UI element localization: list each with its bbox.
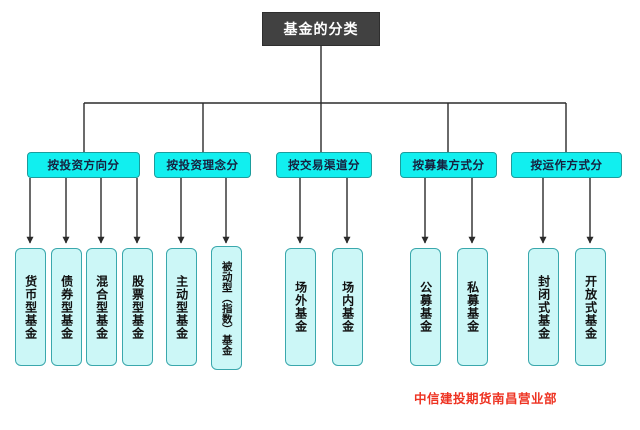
category-node-5: 按运作方式分 <box>511 152 622 178</box>
leaf-node-1-3-label: 混合型基金 <box>94 274 109 340</box>
leaf-node-2-2-label: 被动型（指数）基金 <box>220 260 233 356</box>
footer-watermark: 中信建投期货南昌营业部 <box>414 391 558 406</box>
leaf-node-3-2: 场内基金 <box>332 248 363 366</box>
leaf-node-4-2: 私募基金 <box>457 248 488 366</box>
leaf-node-1-1: 货币型基金 <box>15 248 46 366</box>
leaf-node-3-2-label: 场内基金 <box>340 281 355 333</box>
category-node-2: 按投资理念分 <box>154 152 251 178</box>
category-node-1-label: 按投资方向分 <box>47 158 120 172</box>
category-node-2-label: 按投资理念分 <box>166 158 239 172</box>
leaf-node-1-1-label: 货币型基金 <box>23 274 38 340</box>
leaf-node-1-3: 混合型基金 <box>86 248 117 366</box>
root-node-label: 基金的分类 <box>283 22 359 38</box>
leaf-node-3-1: 场外基金 <box>285 248 316 366</box>
leaf-node-2-1: 主动型基金 <box>166 248 197 366</box>
leaf-node-5-2-label: 开放式基金 <box>583 274 598 340</box>
category-node-4-label: 按募集方式分 <box>412 158 485 172</box>
leaf-node-4-2-label: 私募基金 <box>465 281 480 333</box>
leaf-node-1-2: 债券型基金 <box>51 248 82 366</box>
leaf-node-5-1-label: 封闭式基金 <box>536 274 551 340</box>
leaf-node-1-2-label: 债券型基金 <box>59 274 74 340</box>
leaf-node-2-2: 被动型（指数）基金 <box>211 246 242 370</box>
category-node-1: 按投资方向分 <box>27 152 140 178</box>
leaf-node-4-1: 公募基金 <box>410 248 441 366</box>
category-node-3-label: 按交易渠道分 <box>288 158 360 172</box>
category-node-3: 按交易渠道分 <box>276 152 372 178</box>
leaf-node-1-4-label: 股票型基金 <box>130 274 145 340</box>
leaf-node-2-1-label: 主动型基金 <box>174 274 189 340</box>
root-node: 基金的分类 <box>262 12 380 46</box>
leaf-node-3-1-label: 场外基金 <box>293 281 308 333</box>
category-node-5-label: 按运作方式分 <box>530 158 603 172</box>
leaf-node-4-1-label: 公募基金 <box>418 281 433 333</box>
leaf-node-1-4: 股票型基金 <box>122 248 153 366</box>
leaf-node-5-2: 开放式基金 <box>575 248 606 366</box>
leaf-node-5-1: 封闭式基金 <box>528 248 559 366</box>
category-node-4: 按募集方式分 <box>400 152 497 178</box>
